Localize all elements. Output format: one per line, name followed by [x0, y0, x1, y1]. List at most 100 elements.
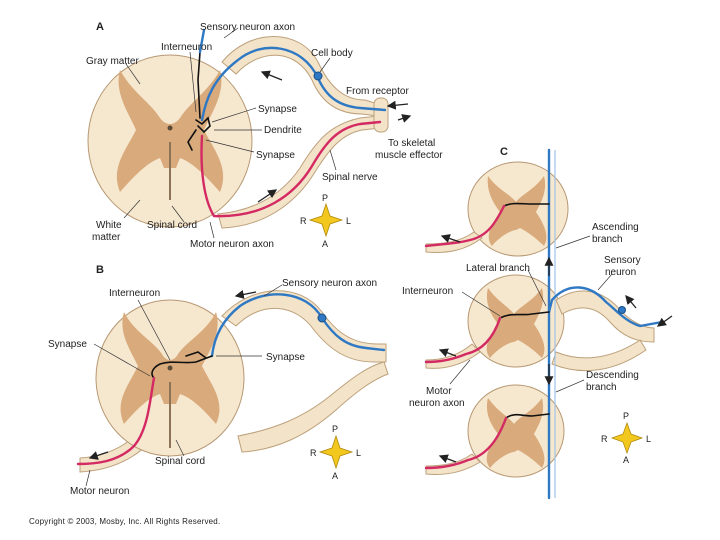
compass-b-r: R — [310, 448, 317, 458]
label-interneuron-a: Interneuron — [161, 42, 212, 53]
panel-b-leader-synapse-left — [93, 343, 151, 377]
panel-a-leader-cord — [171, 205, 185, 223]
panel-c-interneuron-middle — [499, 311, 550, 319]
compass-c-a: A — [623, 455, 629, 465]
panel-c-leader-lateral — [527, 269, 547, 307]
compass-a-r: R — [300, 216, 307, 226]
panel-b-letter: B — [96, 264, 104, 276]
panel-b-central-canal — [167, 365, 173, 371]
label-synapse-left-b: Synapse — [48, 339, 87, 350]
panel-b-motor-axon — [76, 376, 156, 466]
panel-c-arrow-upper-motor — [440, 234, 461, 243]
panel-a-arrow-2 — [386, 100, 409, 110]
label-spinal-nerve-a: Spinal nerve — [322, 172, 378, 183]
panel-c-letter: C — [500, 146, 508, 158]
panel-a-sensory-axon — [200, 46, 387, 122]
compass-c-p: P — [623, 411, 629, 421]
panel-c-root-middle — [425, 343, 481, 369]
panel-c-arrow-lower-motor — [438, 454, 457, 463]
compass-a-l: L — [346, 216, 351, 226]
panel-b-arrow-2 — [88, 451, 109, 460]
panel-a-nerve-end — [373, 97, 389, 133]
label-descending-branch-c: branch — [586, 382, 617, 393]
copyright-notice: Copyright © 2003, Mosby, Inc. All Rights… — [29, 517, 221, 526]
panel-a-leader-synapse1 — [211, 107, 257, 123]
panel-a-cell-body — [313, 71, 323, 81]
panel-c-ventral-root-middle — [551, 339, 647, 372]
panel-b-leader-interneuron — [137, 299, 171, 361]
label-sensory-neuron-axon-b: Sensory neuron axon — [282, 278, 377, 289]
panel-c-leader-ascending — [555, 235, 591, 249]
panel-c-gray-middle — [486, 288, 545, 358]
label-interneuron-b: Interneuron — [109, 288, 160, 299]
panel-a-leader-white — [123, 199, 141, 219]
compass-a-a: A — [322, 239, 328, 249]
panel-c-sensory-axon — [547, 286, 664, 328]
label-ascending-branch-c: branch — [592, 234, 623, 245]
label-white-a: White — [96, 220, 122, 231]
panel-a-interneuron-ascending — [197, 51, 201, 119]
label-sensory-neuron-c: neuron — [605, 267, 636, 278]
panel-c-leader-sensory — [597, 273, 613, 291]
panel-a-leader-synapse2 — [205, 139, 255, 153]
panel-c-leader-descending — [555, 379, 585, 393]
label-motor-neuron-axon-c: neuron axon — [409, 398, 465, 409]
panel-a-gray-matter — [116, 70, 224, 192]
label-spinal-cord-a: Spinal cord — [147, 220, 197, 231]
panel-b-leader-sensory — [263, 284, 283, 297]
label-interneuron-c: Interneuron — [402, 286, 453, 297]
compass-b-l: L — [356, 448, 361, 458]
panel-c-gray-upper — [487, 176, 547, 246]
panel-a-sensory-ascending — [198, 28, 206, 54]
label-spinal-cord-b: Spinal cord — [155, 456, 205, 467]
label-from-receptor-a: From receptor — [346, 86, 409, 97]
panel-b: B Sensory neuron axon Interneuron Synaps… — [48, 264, 389, 497]
panel-a: A Sensory neuro — [86, 21, 443, 250]
panel-a-arrow-4 — [257, 189, 278, 203]
panel-a-leader-cellbody — [319, 57, 331, 73]
compass-star-icon — [318, 434, 354, 470]
panel-c-arrow-middle-motor — [438, 348, 457, 357]
label-sensory-neuron-axon-a: Sensory neuron axon — [200, 22, 295, 33]
panel-a-arrow-1 — [260, 70, 283, 81]
label-motor-neuron-b: Motor neuron — [70, 486, 129, 497]
label-ascending-c: Ascending — [592, 222, 639, 233]
panel-b-dorsal-root — [221, 290, 387, 363]
label-to-skeletal-a: To skeletal — [388, 138, 435, 149]
label-dendrite-a: Dendrite — [264, 125, 302, 136]
panel-a-arrow-3 — [397, 114, 412, 123]
panel-c-leader-motor — [449, 359, 471, 385]
panel-a-central-canal — [167, 125, 173, 131]
compass-a: P A R L — [300, 193, 351, 249]
label-matter-a: matter — [92, 232, 121, 243]
label-muscle-effector-a: muscle effector — [375, 150, 443, 161]
panel-c-leader-interneuron — [461, 291, 501, 317]
panel-b-arrow-1 — [234, 290, 257, 299]
panel-c-dorsal-root-middle — [555, 290, 655, 343]
panel-a-motor-axon — [200, 120, 382, 218]
compass-c: P A R L — [601, 411, 651, 465]
panel-c-motor-upper — [424, 204, 506, 248]
panel-b-leader-cord — [175, 439, 185, 457]
panel-a-leader-sensory — [223, 27, 239, 39]
panel-a-letter: A — [96, 21, 104, 33]
compass-b: P A R L — [310, 424, 361, 481]
label-motor-c: Motor — [426, 386, 452, 397]
compass-b-p: P — [332, 424, 338, 434]
panel-a-dorsal-root — [221, 36, 379, 117]
compass-c-r: R — [601, 434, 608, 444]
panel-b-cell-body — [317, 313, 327, 323]
label-gray-matter-a: Gray matter — [86, 56, 139, 67]
panel-b-ventral-root — [237, 361, 389, 453]
panel-c-motor-middle — [424, 316, 502, 364]
label-synapse-1-a: Synapse — [258, 104, 297, 115]
panel-b-interneuron — [151, 355, 213, 379]
panel-a-leader-gray — [125, 63, 141, 85]
panel-a-leader-interneuron — [189, 51, 197, 113]
panel-c-interneuron-upper — [503, 202, 550, 207]
panel-b-leader-motor — [85, 469, 91, 487]
panel-b-sensory-axon — [210, 293, 386, 358]
label-synapse-2-a: Synapse — [256, 150, 295, 161]
label-cell-body-a: Cell body — [311, 48, 353, 59]
